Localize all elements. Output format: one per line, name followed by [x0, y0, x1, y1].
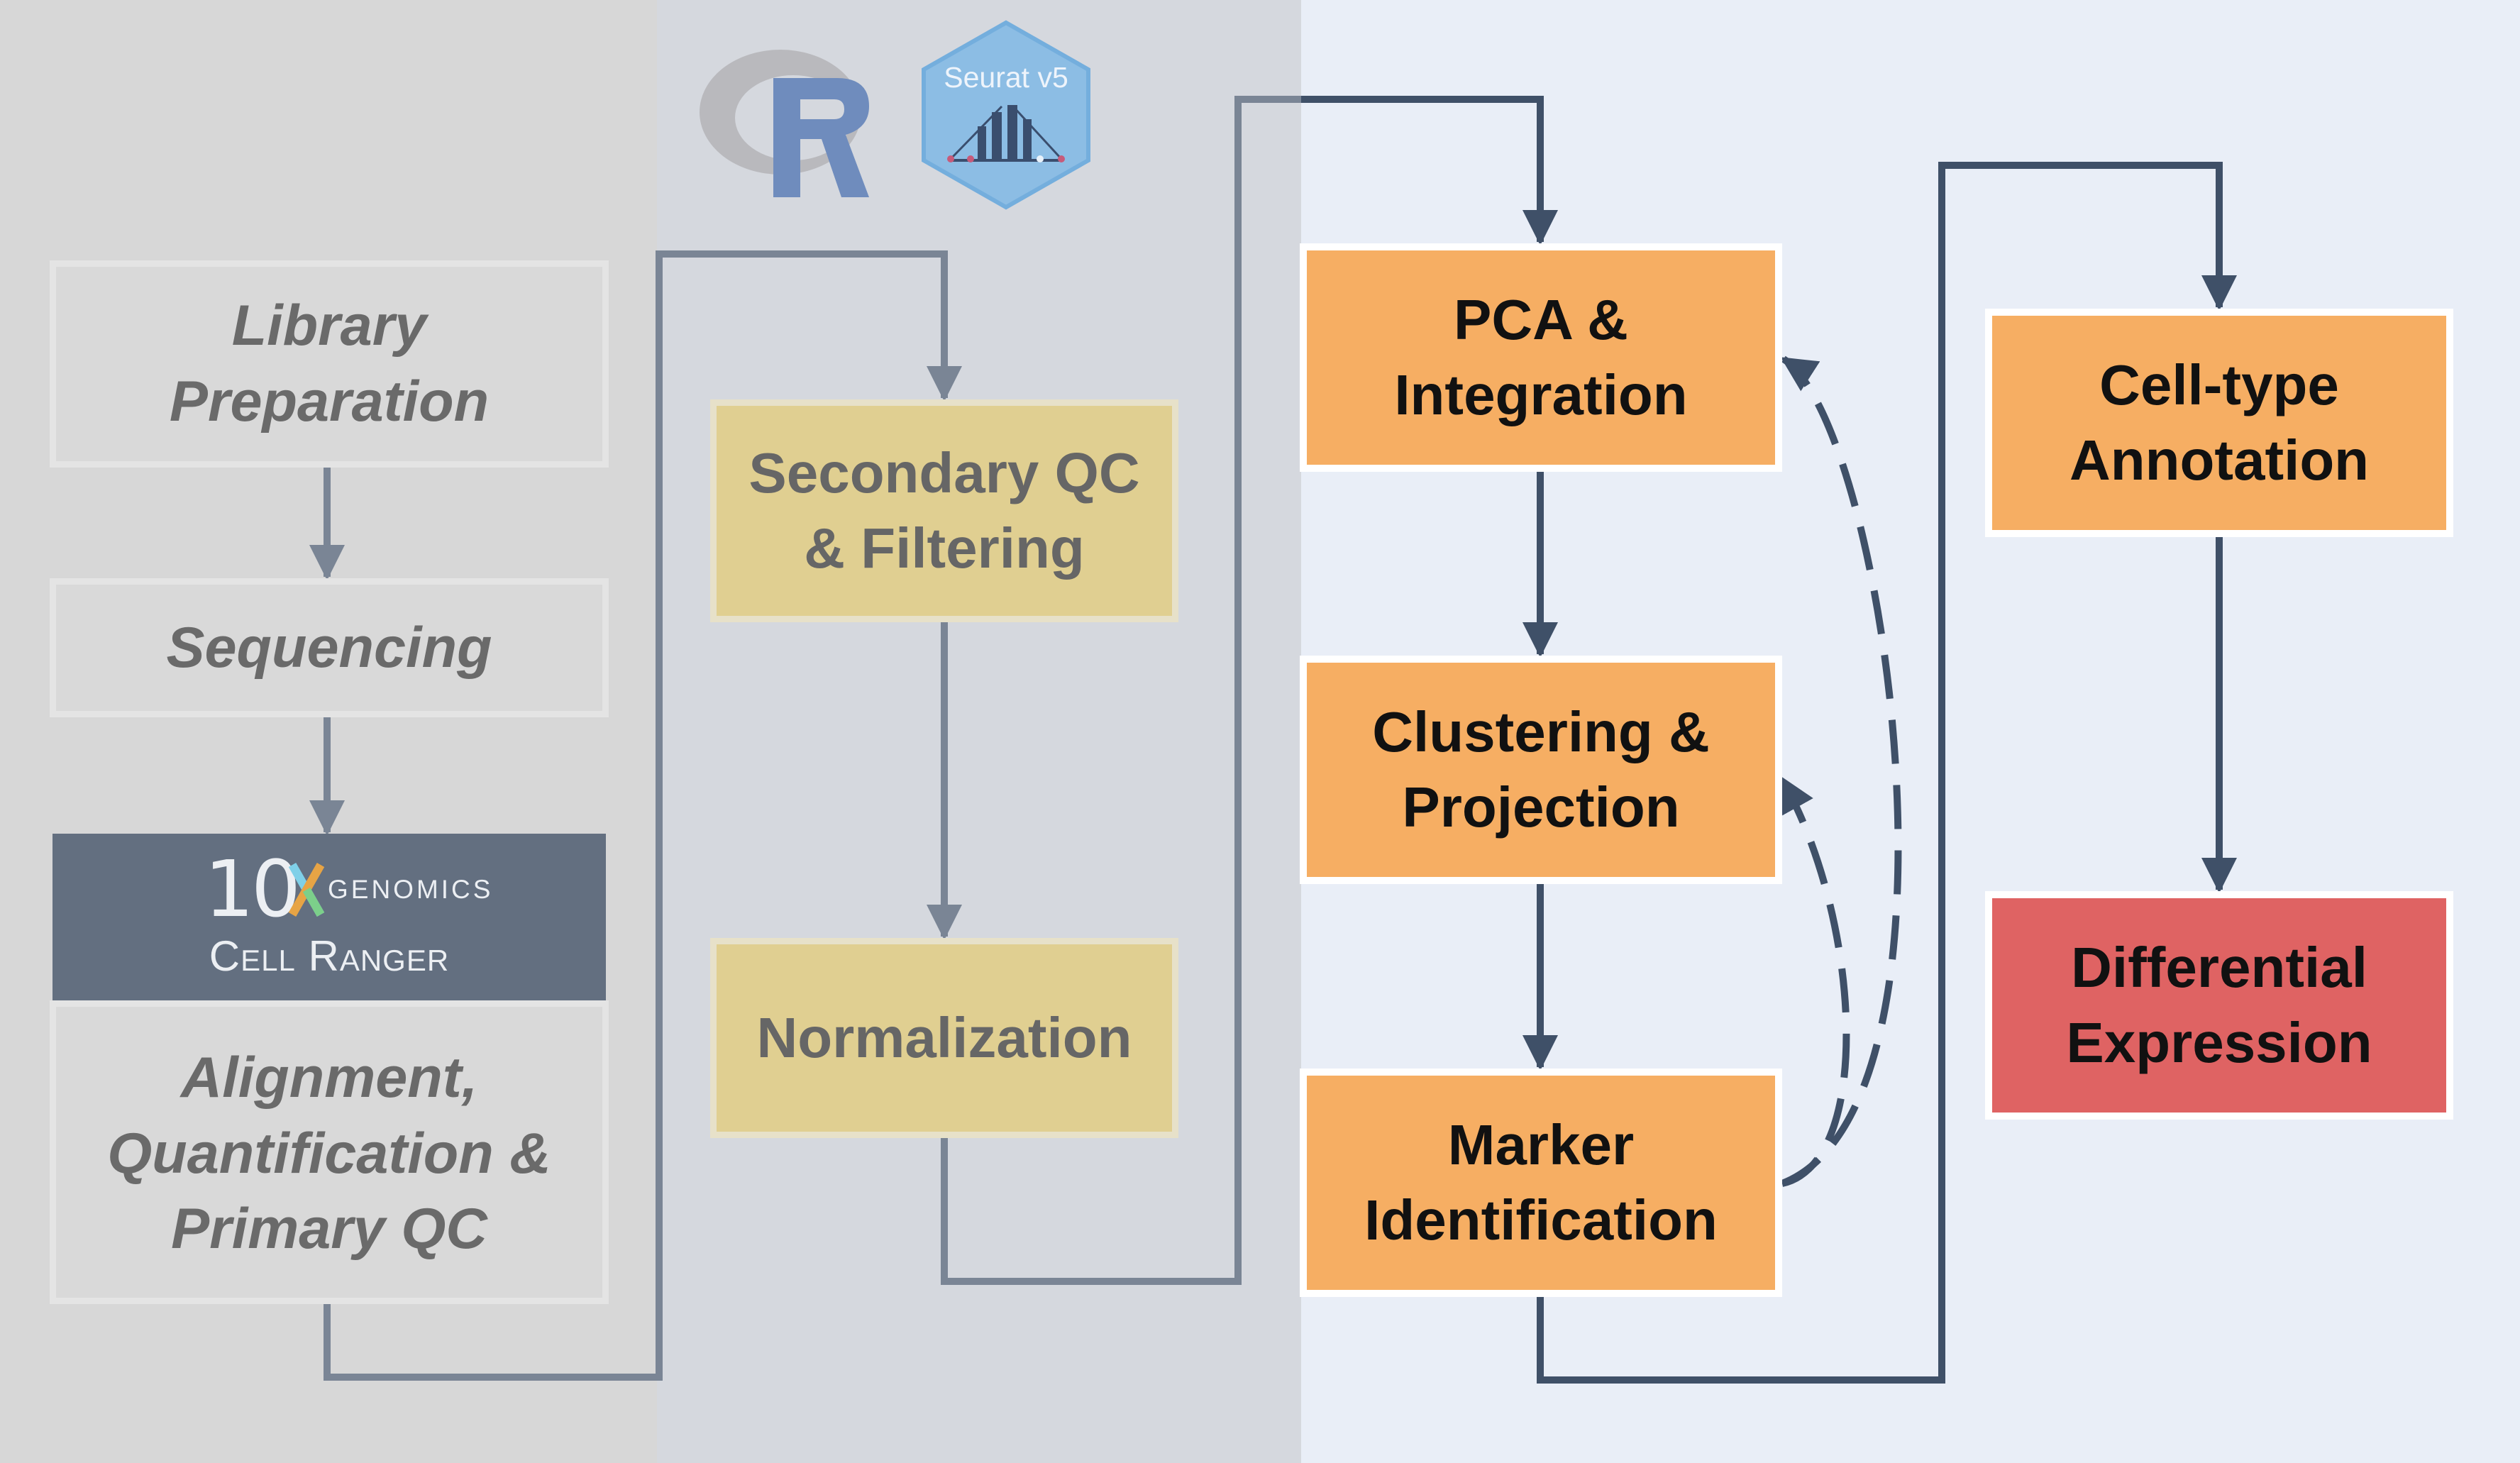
edge-marker-to-clustering-dashed	[1779, 775, 1850, 1187]
step-text-line: Library	[231, 294, 427, 358]
edge-normalization-to-pca-grey	[941, 96, 1301, 1285]
tenx-genomics-label: GENOMICS	[328, 875, 494, 904]
seurat-logo	[922, 20, 1090, 210]
step-text-line: & Filtering	[804, 517, 1085, 580]
step-text-line: Secondary QC	[748, 441, 1140, 505]
edge-alignment-to-secondary-qc	[324, 250, 962, 1381]
step-text-line: Primary QC	[171, 1197, 487, 1262]
step-text-line: Integration	[1394, 363, 1688, 426]
tenx-brand-number: 10	[204, 844, 301, 934]
step-text-line: Identification	[1364, 1188, 1718, 1252]
step-clustering-projection: Clustering & Projection	[1300, 656, 1782, 884]
step-text-line: PCA &	[1454, 288, 1628, 352]
seurat-version-label: Seurat v5	[944, 61, 1068, 94]
tenx-x-icon	[288, 863, 325, 917]
edge-marker-to-pca-dashed	[1780, 355, 1902, 1187]
step-text-line: Differential	[2071, 936, 2367, 1000]
step-text-line: Expression	[2066, 1011, 2372, 1074]
step-text-line: Quantification &	[107, 1121, 551, 1186]
r-processing-panel	[657, 0, 1301, 1463]
r-logo	[700, 50, 869, 197]
step-text-line: Sequencing	[166, 615, 492, 680]
step-differential-expression: Differential Expression	[1985, 891, 2453, 1120]
step-text-line: Clustering &	[1372, 700, 1710, 764]
step-library-preparation: Library Preparation	[50, 260, 609, 468]
step-secondary-qc-filtering: Secondary QC & Filtering	[710, 399, 1178, 622]
step-sequencing: Sequencing	[50, 578, 609, 717]
edge-normalization-to-pca-dark	[1301, 96, 1558, 245]
step-text-line: Cell-type	[2099, 353, 2339, 417]
step-text-line: Marker	[1447, 1113, 1635, 1177]
step-text-line: Alignment,	[180, 1045, 478, 1110]
step-alignment-quantification-qc: Alignment, Quantification & Primary QC	[50, 1000, 609, 1304]
cellranger-product-name: Cell Ranger	[209, 932, 450, 980]
step-marker-identification: Marker Identification	[1300, 1069, 1782, 1297]
cellranger-banner: 10 GENOMICS Cell Ranger	[52, 834, 606, 1000]
step-text-line: Normalization	[756, 1006, 1132, 1070]
step-text-line: Annotation	[2069, 429, 2370, 492]
step-celltype-annotation: Cell-type Annotation	[1985, 309, 2453, 537]
step-normalization: Normalization	[710, 938, 1178, 1138]
edge-marker-to-annotation	[1537, 162, 2237, 1384]
step-pca-integration: PCA & Integration	[1300, 243, 1782, 472]
step-text-line: Projection	[1402, 775, 1680, 839]
step-text-line: Preparation	[169, 370, 490, 434]
